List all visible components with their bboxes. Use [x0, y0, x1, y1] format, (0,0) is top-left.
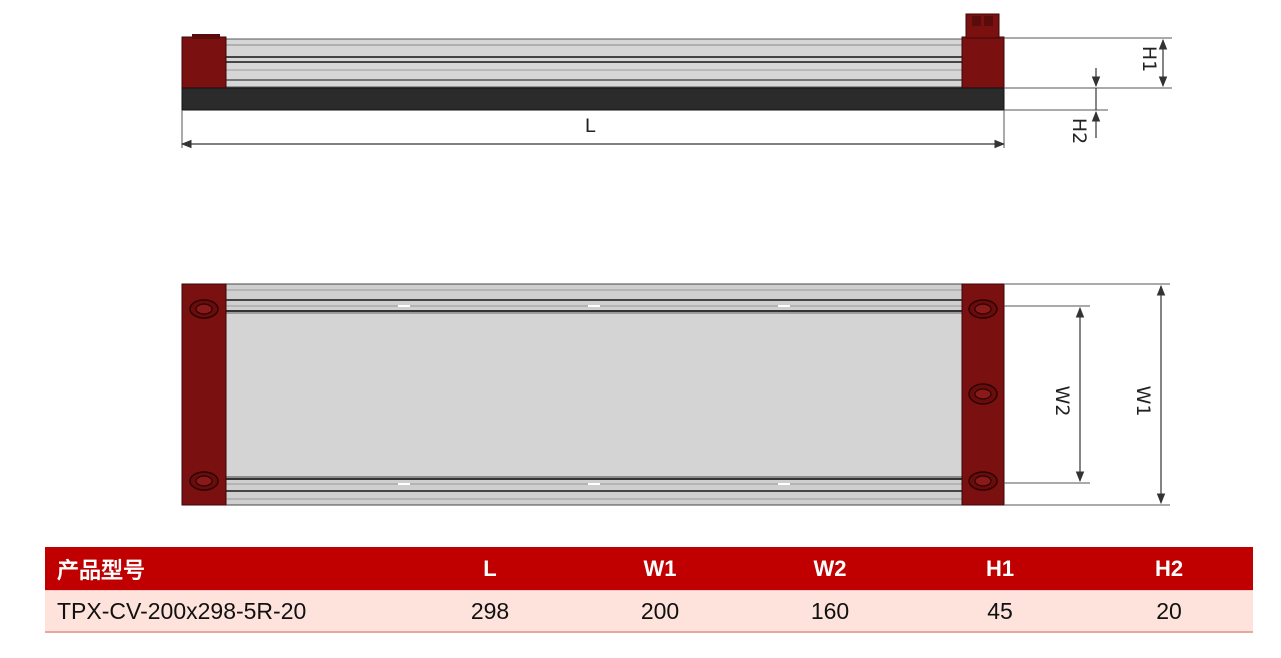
header-width1: W1	[575, 547, 745, 591]
header-height2: H2	[1085, 547, 1253, 591]
cell-height1: 45	[915, 590, 1085, 633]
cell-model: TPX-CV-200x298-5R-20	[45, 590, 405, 633]
top-rail	[224, 283, 963, 314]
header-length: L	[405, 547, 575, 591]
header-width2: W2	[745, 547, 915, 591]
width2-label: W2	[1051, 386, 1073, 417]
header-height1: H1	[915, 547, 1085, 591]
height1-label: H1	[1138, 46, 1160, 72]
header-model: 产品型号	[45, 547, 405, 591]
conveyor-drawing: L H1 H2	[180, 13, 1172, 506]
side-view: L H1 H2	[180, 13, 1172, 149]
cell-length: 298	[405, 590, 575, 633]
top-view: W2 W1	[181, 283, 1170, 506]
width1-label: W1	[1132, 386, 1154, 417]
motor-block	[965, 13, 1000, 39]
length-label: L	[585, 115, 596, 137]
table-row: TPX-CV-200x298-5R-20 298 200 160 45 20	[45, 590, 1253, 633]
height2-label: H2	[1068, 118, 1090, 144]
cell-width1: 200	[575, 590, 745, 633]
top-left-end-cap	[181, 283, 227, 506]
bolt-icon	[968, 471, 998, 491]
belt-surface	[224, 312, 963, 478]
bolt-icon	[968, 383, 998, 405]
table-header-row: 产品型号 L W1 W2 H1 H2	[45, 547, 1253, 591]
bolt-icon	[189, 299, 219, 319]
bolt-icon	[968, 299, 998, 319]
cell-width2: 160	[745, 590, 915, 633]
cell-height2: 20	[1085, 590, 1253, 633]
side-right-end-cap	[961, 36, 1005, 90]
bolt-icon	[189, 471, 219, 491]
side-left-end-cap	[181, 36, 227, 90]
side-base-belt	[181, 87, 1005, 111]
spec-table: 产品型号 L W1 W2 H1 H2 TPX-CV-200x298-5R-20 …	[45, 547, 1253, 633]
